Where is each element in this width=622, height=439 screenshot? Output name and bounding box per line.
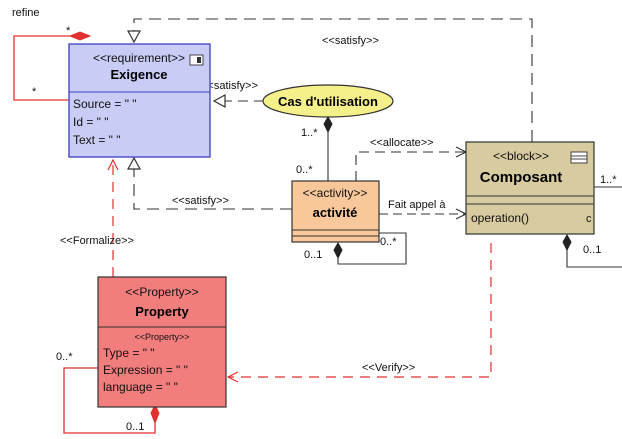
refine-label: refine [12,7,40,19]
activity-self-connector[interactable] [333,232,407,265]
block-operation: operation() [471,211,529,225]
property-self-multiplicity-b: 0..1 [126,421,144,433]
refine-multiplicity-top: * [66,25,71,37]
verify-label: <<Verify>> [362,362,415,374]
property-name: Property [135,304,189,319]
formalize-label: <<Formalize>> [60,235,134,247]
satisfy-top-label: <<satisfy>> [322,35,379,47]
activity-multiplicity-top: 0..* [296,164,313,176]
activity-stereotype: <<activity>> [303,186,368,200]
refine-connector[interactable] [13,31,92,101]
satisfy-usecase-label: <<satisfy>> [201,80,258,92]
block-self-connector[interactable] [562,186,622,268]
requirement-attr-text: Text = " " [73,133,121,147]
property-inner-stereotype: <<Property>> [134,332,189,342]
property-attr-expression: Expression = " " [103,363,188,377]
property-stereotype: <<Property>> [125,285,198,299]
refine-multiplicity-bottom: * [32,86,37,98]
requirement-node[interactable]: <<requirement>> Exigence Source = " " Id… [68,43,211,158]
activity-self-multiplicity-a: 0..* [380,236,397,248]
block-operation-marker-icon: c [586,213,592,225]
requirement-name: Exigence [110,67,167,82]
requirement-stereotype: <<requirement>> [93,51,185,65]
satisfy-top-connector[interactable] [134,18,533,142]
activity-name: activité [313,205,358,220]
requirement-attr-id: Id = " " [73,115,109,129]
fait-appel-label: Fait appel à [388,199,446,211]
requirement-icon [189,54,204,66]
property-self-connector[interactable] [63,367,160,434]
block-icon [570,151,588,164]
block-stereotype: <<block>> [493,149,549,163]
usecase-multiplicity: 1..* [301,127,318,139]
allocate-connector[interactable] [355,152,466,181]
activity-node[interactable]: <<activity>> activité [291,180,380,243]
block-multiplicity-bottom: 0..1 [583,244,601,256]
block-name: Composant [480,169,563,186]
activity-self-multiplicity-b: 0..1 [304,249,322,261]
usecase-node[interactable]: Cas d'utilisation [262,84,394,118]
block-multiplicity-right: 1..* [600,174,617,186]
usecase-name: Cas d'utilisation [278,94,378,109]
property-attr-type: Type = " " [103,346,155,360]
property-self-multiplicity-a: 0..* [56,351,73,363]
usecase-activity-connector[interactable] [323,115,333,181]
property-node[interactable]: <<Property>> Property <<Property>> Type … [97,276,227,408]
satisfy-activity-connector[interactable] [134,158,292,210]
allocate-label: <<allocate>> [370,137,434,149]
property-attr-language: language = " " [103,380,178,394]
block-node[interactable]: <<block>> Composant operation() c [465,141,595,235]
verify-connector[interactable] [228,243,492,377]
satisfy-activity-label: <<satisfy>> [172,195,229,207]
requirement-attr-source: Source = " " [73,97,137,111]
